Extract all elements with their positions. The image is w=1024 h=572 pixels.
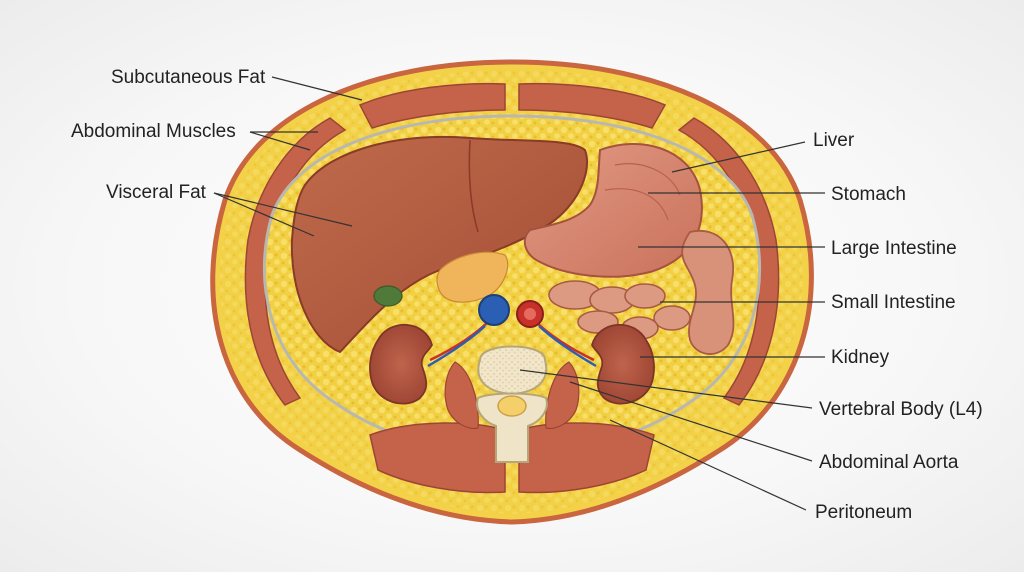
- label-peritoneum: Peritoneum: [815, 502, 913, 523]
- liver: [290, 135, 588, 354]
- label-liver: Liver: [813, 130, 855, 151]
- rectus-muscle-right: [518, 82, 667, 129]
- label-small-intestine: Small Intestine: [831, 292, 956, 313]
- large-intestine: [681, 229, 735, 355]
- posterior-muscle-left: [369, 422, 506, 494]
- vertebral-body: [477, 345, 548, 396]
- label-abdominal-aorta: Abdominal Aorta: [819, 452, 959, 473]
- vertebral-arch: [476, 392, 548, 463]
- label-subcutaneous-fat: Subcutaneous Fat: [111, 67, 266, 88]
- spinal-canal: [497, 395, 527, 417]
- label-visceral-fat: Visceral Fat: [106, 182, 206, 203]
- liver-fissure: [468, 139, 479, 233]
- label-vertebral-body: Vertebral Body (L4): [819, 399, 983, 420]
- vena-cava: [478, 294, 510, 326]
- stomach-rugae: [604, 163, 681, 221]
- gallbladder: [373, 285, 403, 307]
- label-large-intestine: Large Intestine: [831, 238, 957, 259]
- aorta-lumen: [524, 308, 536, 320]
- psoas-left: [444, 361, 479, 430]
- label-kidney: Kidney: [831, 347, 890, 368]
- leader-lines: [213, 76, 825, 511]
- kidney-right: [591, 323, 655, 405]
- stomach: [523, 143, 703, 278]
- rectus-muscle-left: [358, 82, 506, 129]
- small-intestine: [548, 280, 691, 340]
- label-abdominal-muscles: Abdominal Muscles: [71, 121, 236, 142]
- kidney-left: [369, 323, 433, 405]
- label-stomach: Stomach: [831, 184, 906, 205]
